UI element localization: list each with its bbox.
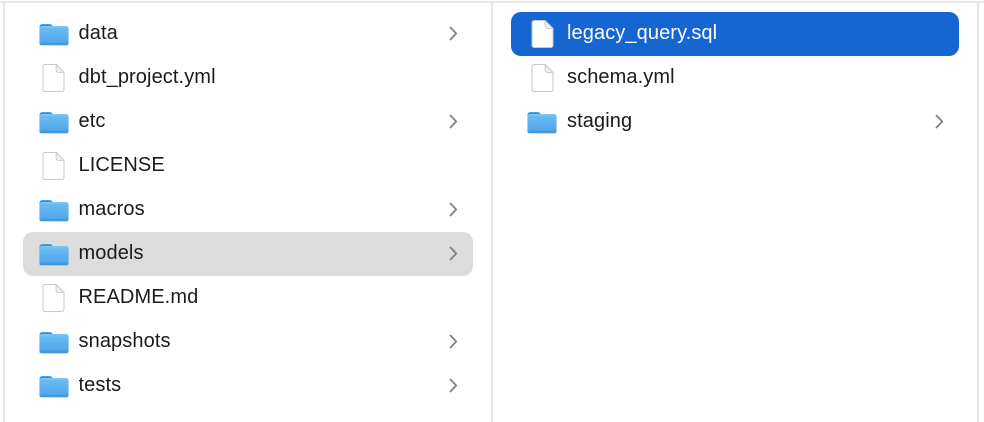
- list-item-staging[interactable]: staging: [511, 100, 959, 144]
- finder-column-right: legacy_query.sql schema.yml staging: [493, 3, 977, 422]
- chevron-right-icon: [935, 114, 944, 129]
- item-icon-box: [37, 21, 71, 47]
- item-icon-box: [37, 151, 71, 180]
- document-icon: [531, 19, 553, 48]
- finder-column-left: data dbt_project.yml etc: [5, 3, 491, 422]
- item-icon-box: [525, 109, 559, 135]
- document-icon: [42, 151, 65, 180]
- list-item-legacy_query.sql[interactable]: legacy_query.sql: [511, 11, 959, 56]
- window-left-border: [3, 2, 5, 422]
- item-label: snapshots: [78, 330, 171, 352]
- folder-icon: [38, 111, 69, 133]
- column-divider[interactable]: [977, 2, 979, 422]
- folder-icon: [38, 23, 69, 45]
- list-item-schema.yml[interactable]: schema.yml: [511, 56, 959, 100]
- top-border: [0, 1, 984, 3]
- chevron-right-icon: [449, 114, 457, 129]
- item-label: etc: [78, 110, 106, 132]
- item-label: macros: [78, 198, 145, 220]
- document-icon: [42, 63, 65, 92]
- document-icon: [42, 283, 65, 312]
- item-label: data: [78, 22, 118, 44]
- chevron-right-icon: [449, 334, 457, 349]
- item-icon-box: [525, 19, 559, 48]
- item-icon-box: [37, 329, 71, 355]
- folder-icon: [38, 199, 69, 221]
- item-icon-box: [37, 283, 71, 312]
- item-icon-box: [37, 241, 71, 267]
- item-label: legacy_query.sql: [567, 22, 718, 44]
- list-item-macros[interactable]: macros: [23, 188, 473, 232]
- item-label: tests: [78, 374, 122, 396]
- chevron-right-icon: [449, 26, 457, 41]
- list-item-models[interactable]: models: [22, 231, 473, 276]
- column-divider[interactable]: [491, 2, 493, 422]
- item-label: README.md: [78, 286, 199, 308]
- folder-icon: [38, 243, 69, 265]
- list-item-README.md[interactable]: README.md: [23, 276, 473, 320]
- item-icon-box: [37, 63, 71, 92]
- item-label: dbt_project.yml: [78, 66, 216, 88]
- item-label: LICENSE: [78, 154, 165, 176]
- document-icon: [531, 63, 553, 92]
- item-label: models: [78, 242, 144, 264]
- list-item-etc[interactable]: etc: [23, 100, 473, 144]
- list-item-dbt_project.yml[interactable]: dbt_project.yml: [23, 56, 473, 100]
- chevron-right-icon: [449, 246, 457, 261]
- item-icon-box: [37, 197, 71, 223]
- list-item-LICENSE[interactable]: LICENSE: [23, 144, 473, 188]
- folder-icon: [527, 111, 557, 133]
- list-item-data[interactable]: data: [23, 12, 473, 56]
- item-icon-box: [37, 373, 71, 399]
- item-label: staging: [567, 110, 633, 132]
- list-item-snapshots[interactable]: snapshots: [23, 320, 473, 364]
- item-icon-box: [37, 109, 71, 135]
- folder-icon: [38, 331, 69, 353]
- item-label: schema.yml: [567, 66, 675, 88]
- chevron-right-icon: [449, 202, 457, 217]
- folder-icon: [38, 375, 69, 397]
- chevron-right-icon: [449, 378, 457, 393]
- item-icon-box: [525, 63, 559, 92]
- list-item-tests[interactable]: tests: [23, 364, 473, 408]
